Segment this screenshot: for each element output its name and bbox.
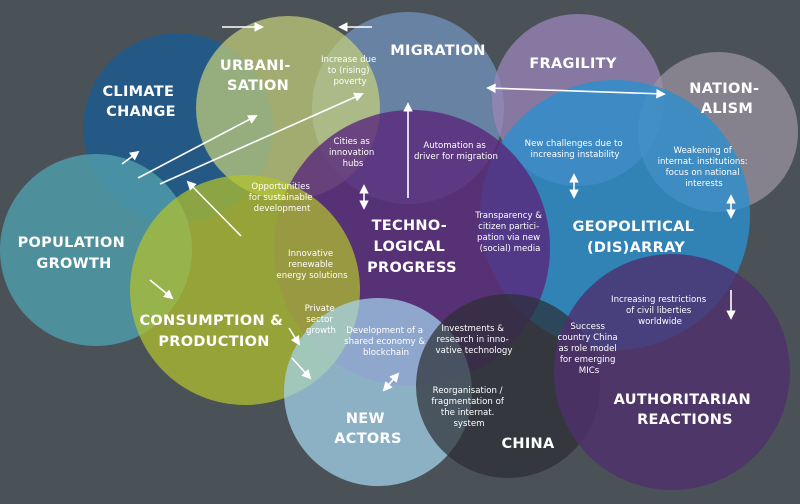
big-labels: CLIMATE CHANGE URBANI- SATION MIGRATION …: [18, 43, 764, 452]
arrow-population-to-climate: [121, 150, 140, 165]
note-success-china: Success country China as role model for …: [558, 322, 621, 376]
label-technological-progress: TECHNO- LOGICAL PROGRESS: [367, 218, 457, 276]
note-renewable: Innovative renewable energy solutions: [276, 249, 348, 281]
label-geopolitical-disarray: GEOPOLITICAL (DIS)ARRAY: [572, 219, 699, 256]
label-nationalism: NATION- ALISM: [689, 81, 764, 117]
note-cities-hubs: Cities as innovation hubs: [329, 137, 377, 169]
label-china: CHINA: [501, 436, 555, 452]
note-reorganisation: Reorganisation / fragmentation of the in…: [431, 386, 506, 429]
note-investments: Investments & research in inno- vative t…: [436, 324, 513, 356]
small-labels: Increase due to (rising) poverty Cities …: [249, 55, 751, 429]
arrow-consumption-to-new-actors: [291, 357, 312, 380]
arrow-new-actors-tech: [382, 372, 400, 392]
arrow-population-to-migration: [159, 92, 364, 185]
label-new-actors: NEW ACTORS: [334, 411, 402, 447]
label-migration: MIGRATION: [390, 43, 485, 59]
note-new-challenges: New challenges due to increasing instabi…: [525, 139, 626, 160]
label-population-growth: POPULATION GROWTH: [18, 235, 131, 272]
note-restrictions: Increasing restrictions of civil liberti…: [611, 295, 709, 327]
arrows: [121, 22, 736, 392]
note-transparency: Transparency & citizen partici- pation v…: [474, 211, 545, 254]
note-increase-poverty: Increase due to (rising) poverty: [321, 55, 379, 87]
arrow-consumption-to-climate: [186, 180, 242, 237]
circle-china: [416, 294, 600, 478]
arrow-population-to-urbanisation: [137, 115, 258, 179]
note-shared-economy: Development of a shared economy & blockc…: [344, 326, 428, 358]
label-climate-change: CLIMATE CHANGE: [102, 84, 179, 120]
note-weakening: Weakening of internat. institutions: foc…: [658, 146, 751, 189]
circles: [0, 12, 798, 490]
label-consumption-production: CONSUMPTION & PRODUCTION: [139, 313, 288, 350]
note-automation: Automation as driver for migration: [414, 141, 498, 162]
arrow-migration-nationalism: [486, 83, 666, 99]
arrow-population-to-consumption: [149, 279, 174, 300]
note-opportunities: Opportunities for sustainable developmen…: [249, 182, 316, 214]
note-private-sector: Private sector growth: [305, 304, 338, 336]
arrow-consumption-tick: [288, 327, 301, 346]
label-urbanisation: URBANI- SATION: [220, 58, 296, 94]
label-authoritarian-reactions: AUTHORITARIAN REACTIONS: [614, 392, 757, 428]
circle-new-actors: [284, 298, 472, 486]
label-fragility: FRAGILITY: [529, 56, 617, 72]
